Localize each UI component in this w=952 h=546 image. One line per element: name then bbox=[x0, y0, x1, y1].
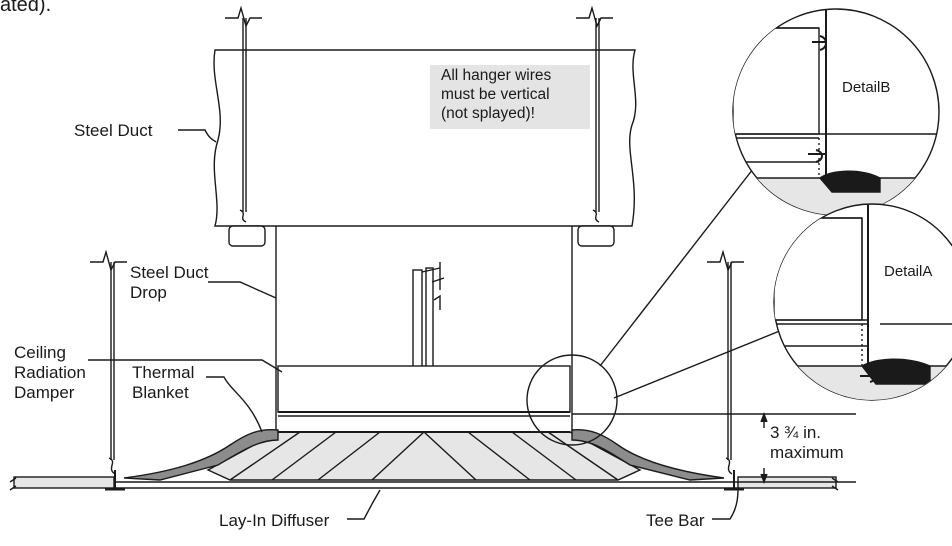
detail-b bbox=[732, 8, 940, 216]
header-text-fragment: ated). bbox=[0, 0, 52, 16]
label-ceiling-1: Ceiling bbox=[14, 343, 66, 362]
label-dimension-1: 3 ¾ in. bbox=[770, 423, 821, 442]
label-steel-duct-drop-2: Drop bbox=[130, 283, 167, 302]
damper-linkage bbox=[412, 262, 445, 369]
note-line-3: (not splayed)! bbox=[441, 105, 535, 122]
tee-bar-right bbox=[724, 470, 744, 491]
lay-in-diffuser bbox=[206, 431, 642, 481]
hanger-break-symbol bbox=[225, 5, 262, 28]
label-thermal-1: Thermal bbox=[132, 363, 194, 382]
note-line-2: must be vertical bbox=[441, 86, 550, 103]
label-steel-duct-drop-1: Steel Duct bbox=[130, 263, 209, 282]
detail-a bbox=[773, 203, 952, 401]
wire-twist bbox=[725, 457, 733, 475]
thermal-blanket bbox=[571, 428, 725, 481]
detail-leader-line bbox=[613, 325, 793, 399]
ceiling-panel-left bbox=[9, 476, 115, 491]
duct-support-block bbox=[228, 225, 266, 247]
thermal-blanket bbox=[123, 428, 279, 481]
labels: Steel Duct Steel Duct Drop Ceiling Radia… bbox=[14, 79, 932, 530]
label-tee-bar: Tee Bar bbox=[646, 511, 705, 530]
dimension-lines bbox=[572, 412, 856, 484]
detail-leader-line bbox=[599, 159, 761, 367]
label-ceiling-3: Damper bbox=[14, 383, 75, 402]
wire-twist bbox=[592, 209, 600, 223]
hanger-break-symbol bbox=[707, 249, 744, 272]
label-detail-b: DetailB bbox=[842, 79, 890, 96]
detail-callout-circle bbox=[526, 354, 618, 446]
label-dimension-2: maximum bbox=[770, 443, 844, 462]
note-box bbox=[430, 65, 590, 129]
ceiling-radiation-damper bbox=[277, 365, 571, 417]
duct-support-block bbox=[577, 225, 615, 247]
label-leaders bbox=[88, 129, 739, 520]
hanger-break-symbol bbox=[90, 249, 127, 272]
label-ceiling-2: Radiation bbox=[14, 363, 86, 382]
hanger-break-symbol bbox=[576, 5, 613, 28]
label-thermal-2: Blanket bbox=[132, 383, 189, 402]
label-detail-a: DetailA bbox=[884, 263, 932, 280]
wire-twist bbox=[108, 457, 116, 475]
ceiling-panel-right bbox=[737, 476, 839, 491]
note-line-1: All hanger wires bbox=[441, 67, 552, 84]
wire-twist bbox=[239, 209, 247, 223]
steel-duct-drop bbox=[275, 226, 573, 432]
label-steel-duct: Steel Duct bbox=[74, 121, 153, 140]
label-lay-in-diffuser: Lay-In Diffuser bbox=[219, 511, 330, 530]
